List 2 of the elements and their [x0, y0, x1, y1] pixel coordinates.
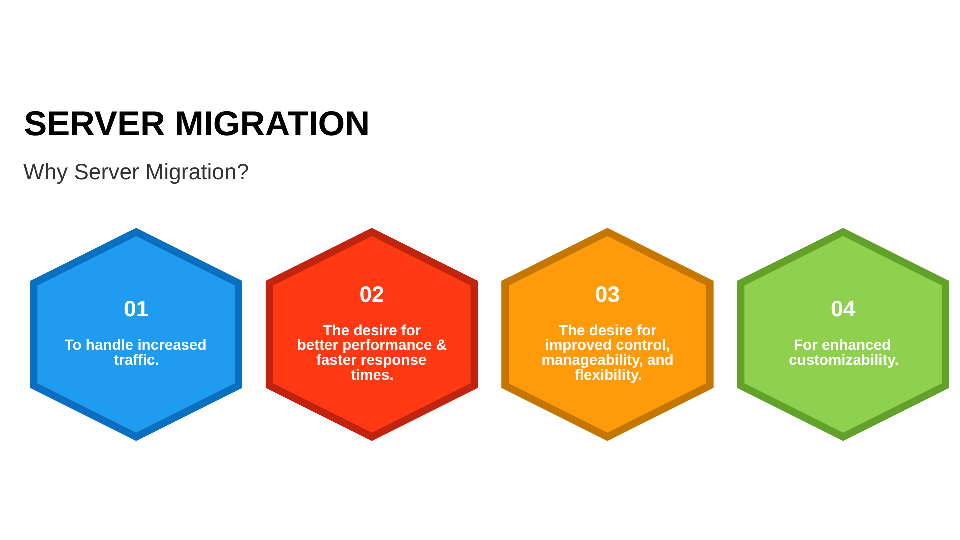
label: Why Server Migration? [24, 159, 250, 184]
diagram-title: SERVER MIGRATION [24, 104, 370, 143]
